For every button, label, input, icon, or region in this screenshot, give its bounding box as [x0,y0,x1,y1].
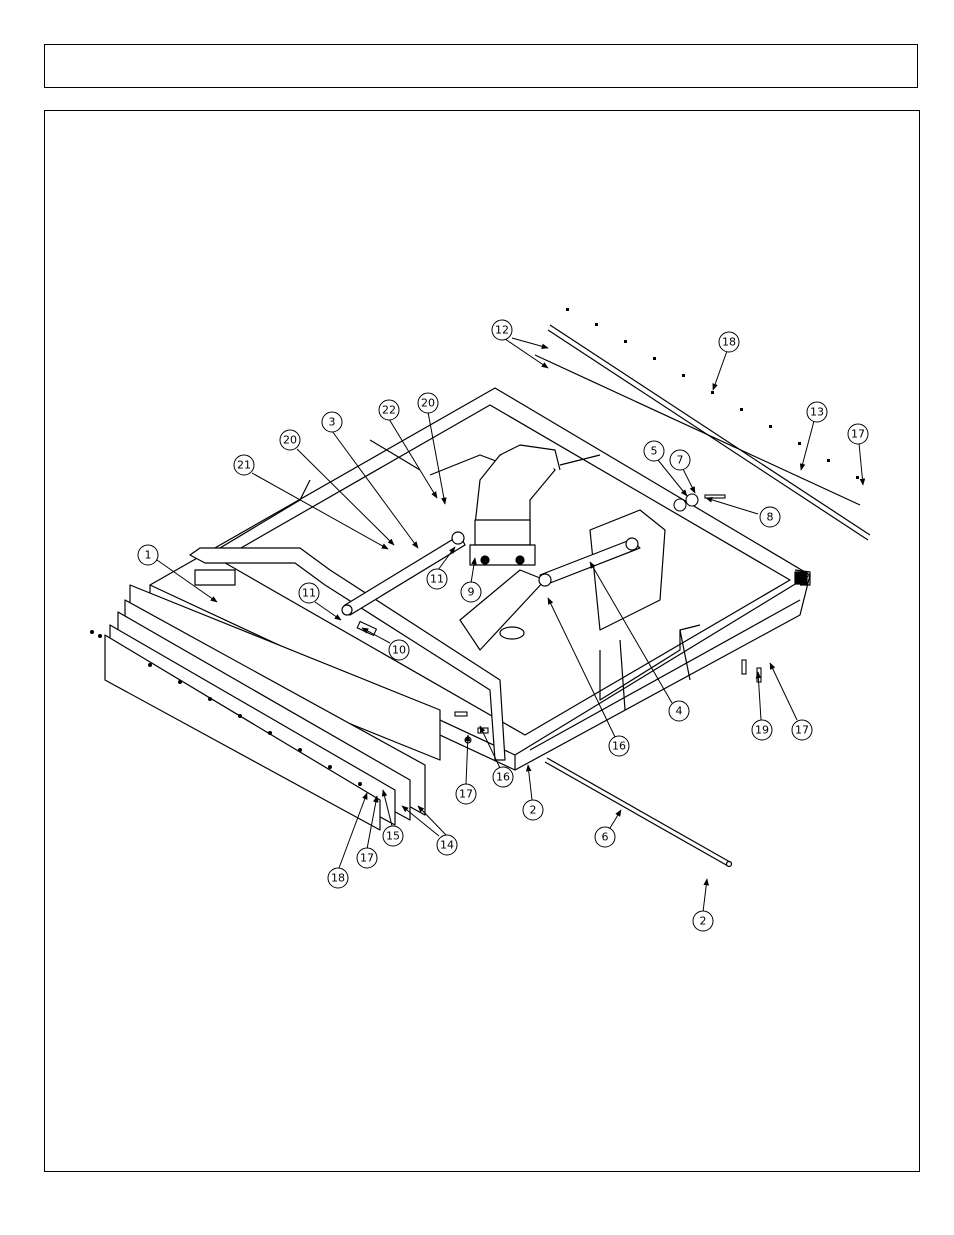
callout-number: 18 [331,872,345,885]
callout-number: 2 [530,804,537,817]
callout-number: 7 [677,454,684,467]
callout-number: 4 [676,705,683,718]
callout-bubble [378,399,400,421]
callout-bubble [356,847,378,869]
callout-bubble [791,719,813,741]
callout-bubble [608,735,630,757]
callout-bubble [321,411,343,433]
gearbox [469,444,561,566]
callout-bubble [233,454,255,476]
drive-shaft [544,757,733,868]
callout-bubble [460,581,482,603]
callout-bubble [847,423,869,445]
callout-number: 17 [795,724,809,737]
diagram-frame [44,110,920,1172]
callout-number: 12 [495,324,509,337]
callout-bubble [751,719,773,741]
callout-bubble [279,429,301,451]
callout-number: 1 [145,549,152,562]
callout-bubble [417,392,439,414]
callout-number: 15 [386,830,400,843]
callout-bubble [669,449,691,471]
callout-number: 20 [283,434,297,447]
callout-number: 14 [440,839,454,852]
callout-bubble [426,568,448,590]
callout-number: 11 [302,587,316,600]
header-box [44,44,918,88]
callout-number: 17 [851,428,865,441]
callout-number: 17 [459,788,473,801]
callout-labels: 12 18 13 17 20 22 3 5 7 8 20 21 11 9 1 1… [145,324,866,928]
callout-bubble [137,544,159,566]
a-frame-hitch [189,547,546,761]
callout-number: 11 [430,573,444,586]
callout-bubble [718,331,740,353]
rear-rods [534,324,871,541]
callout-number: 16 [612,740,626,753]
callout-number: 17 [360,852,374,865]
callout-leaders [156,337,866,913]
callout-number: 5 [651,445,658,458]
rear-rod-hardware [566,308,859,479]
callout-number: 9 [468,586,475,599]
callout-bubble [806,401,828,423]
callout-number: 18 [722,336,736,349]
callout-bubble [692,910,714,932]
callout-number: 21 [237,459,251,472]
callout-number: 20 [421,397,435,410]
callout-bubble [388,639,410,661]
callout-number: 19 [755,724,769,737]
callout-bubbles [137,319,869,932]
callout-bubble [382,825,404,847]
callout-bubble [327,867,349,889]
callout-number: 16 [496,771,510,784]
callout-number: 3 [329,416,336,429]
hydraulic-cylinder [341,531,466,616]
callout-bubble [759,506,781,528]
callout-bubble [455,783,477,805]
callout-number: 2 [700,915,707,928]
callout-number: 22 [382,404,396,417]
front-plate-holes [90,630,362,786]
callout-bubble [436,834,458,856]
callout-bubble [492,766,514,788]
callout-number: 13 [810,406,824,419]
front-plates [104,584,441,831]
callout-bubble [643,440,665,462]
callout-number: 10 [392,644,406,657]
callout-number: 8 [767,511,774,524]
callout-bubble [668,700,690,722]
callout-bubble [522,799,544,821]
callout-number: 6 [602,831,609,844]
callout-bubble [298,582,320,604]
callout-bubble [491,319,513,341]
callout-bubble [594,826,616,848]
